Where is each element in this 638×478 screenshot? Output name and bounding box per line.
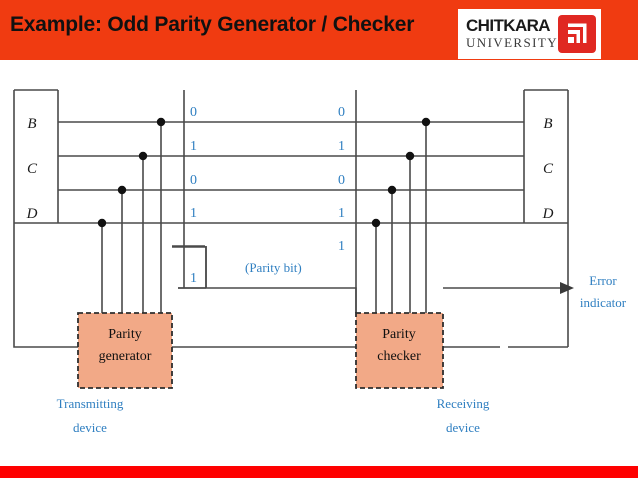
chitkara-mark-icon — [558, 15, 596, 53]
rx-bit-3: 1 — [338, 206, 345, 221]
tx-bit-2: 0 — [190, 173, 197, 188]
rx-bus-label-d: D — [542, 206, 554, 222]
error-indicator-arrowhead — [560, 282, 574, 294]
slide-header-bar: Example: Odd Parity Generator / Checker … — [0, 0, 638, 60]
generator-junction-dots — [97, 117, 166, 228]
parity-generator-output-wire — [172, 245, 205, 247]
rx-parity-bit: 1 — [338, 239, 345, 254]
parity-generator-block — [77, 312, 173, 389]
parity-checker-label-line1: Parity — [382, 327, 415, 342]
receiving-device-label-line2: device — [446, 420, 480, 435]
parity-checker-label-line2: checker — [377, 349, 421, 364]
checker-tap-wires — [375, 122, 427, 313]
logo-wordmark: CHITKARA — [466, 16, 551, 35]
tx-bus-label-c: C — [27, 161, 38, 177]
transmitting-bus-bracket — [14, 89, 59, 224]
error-indicator-label-line2: indicator — [580, 295, 627, 310]
rx-bit-1: 1 — [338, 139, 345, 154]
slide-footer-bar — [0, 466, 638, 478]
page-title: Example: Odd Parity Generator / Checker — [10, 13, 415, 36]
parity-bit-label: (Parity bit) — [245, 260, 302, 275]
parity-generator-label-line1: Parity — [108, 327, 141, 342]
tx-bit-3: 1 — [190, 206, 197, 221]
receiving-bus-bracket — [523, 89, 568, 224]
tx-bit-1: 1 — [190, 139, 197, 154]
tx-bus-label-d: D — [26, 206, 38, 222]
checker-junction-dots — [371, 117, 431, 228]
rx-bus-label-c: C — [543, 161, 554, 177]
transmitting-device-label-line1: Transmitting — [57, 396, 124, 411]
parity-bit-channel-wire — [172, 246, 357, 313]
transmitting-device-label-line2: device — [73, 420, 107, 435]
parity-diagram: Parity generator Parity checker B C D B … — [0, 60, 638, 466]
data-bus-lines — [58, 121, 524, 224]
receiving-device-outline — [508, 90, 569, 348]
rx-bus-label-b: B — [543, 116, 552, 132]
parity-generator-output-bit: 1 — [190, 271, 197, 286]
parity-diagram-svg: Parity generator Parity checker B C D B … — [13, 89, 627, 435]
tx-bus-label-b: B — [27, 116, 36, 132]
rx-bit-2: 0 — [338, 173, 345, 188]
parity-checker-block — [355, 312, 444, 389]
chitkara-logo: CHITKARA UNIVERSITY — [458, 9, 601, 59]
receiving-device-label-line1: Receiving — [437, 396, 490, 411]
error-indicator-label-line1: Error — [589, 273, 617, 288]
tx-bit-0: 0 — [190, 105, 197, 120]
rx-bit-0: 0 — [338, 105, 345, 120]
parity-generator-label-line2: generator — [99, 349, 152, 364]
transmitting-device-outline — [13, 90, 500, 348]
generator-tap-wires — [101, 122, 162, 313]
logo-subtitle: UNIVERSITY — [466, 35, 558, 50]
